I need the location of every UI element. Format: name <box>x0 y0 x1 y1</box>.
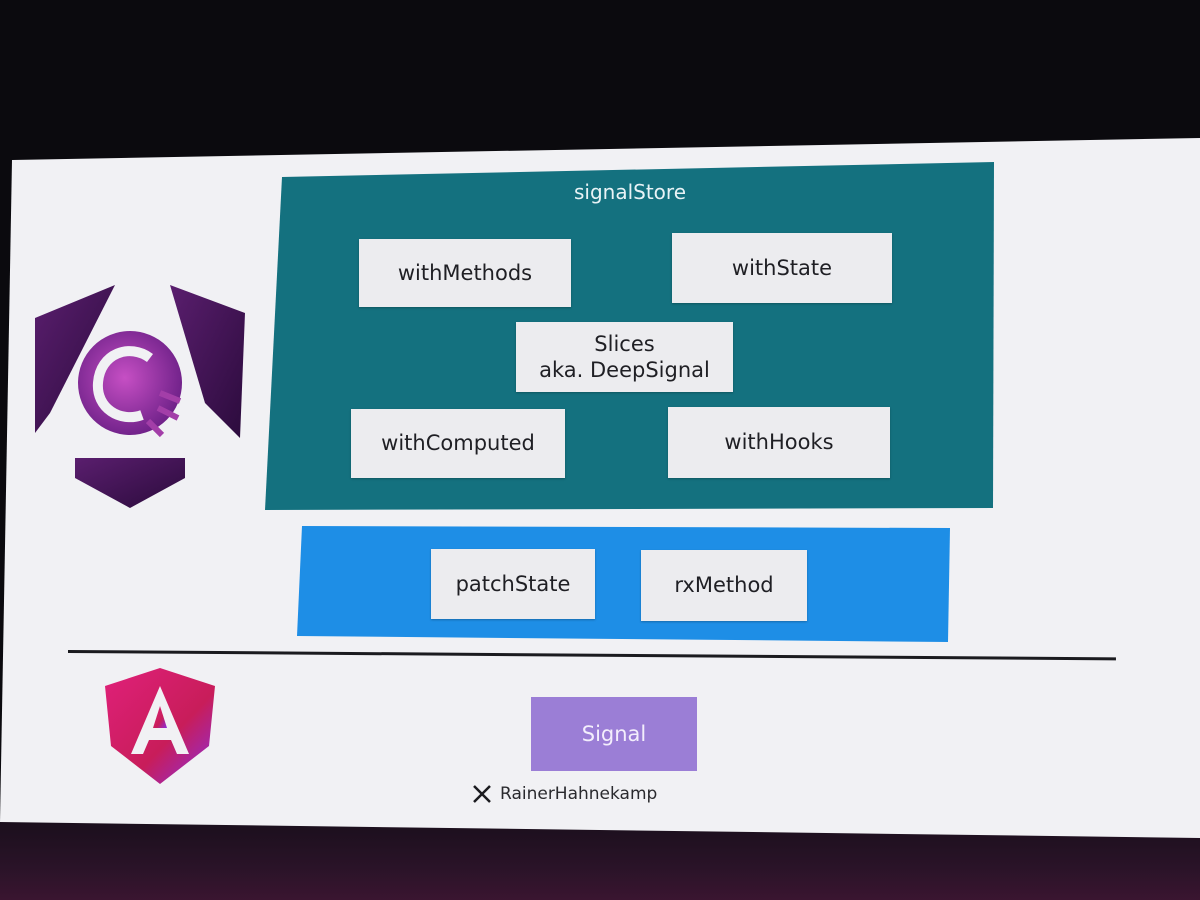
angular-logo-icon <box>105 668 215 784</box>
speaker-credit: RainerHahnekamp <box>472 784 657 804</box>
x-logo-icon <box>473 785 491 803</box>
slices-card: Slices aka. DeepSignal <box>516 322 733 392</box>
with-methods-card: withMethods <box>359 239 571 307</box>
patch-state-card: patchState <box>431 549 595 619</box>
with-state-card: withState <box>672 233 892 303</box>
with-computed-card: withComputed <box>351 409 565 478</box>
signal-box: Signal <box>531 697 697 771</box>
rx-method-card: rxMethod <box>641 550 807 621</box>
credit-handle: RainerHahnekamp <box>500 784 658 804</box>
store-title: signalStore <box>573 180 687 204</box>
with-hooks-card: withHooks <box>668 407 890 478</box>
ngrx-logo-icon <box>35 285 245 508</box>
